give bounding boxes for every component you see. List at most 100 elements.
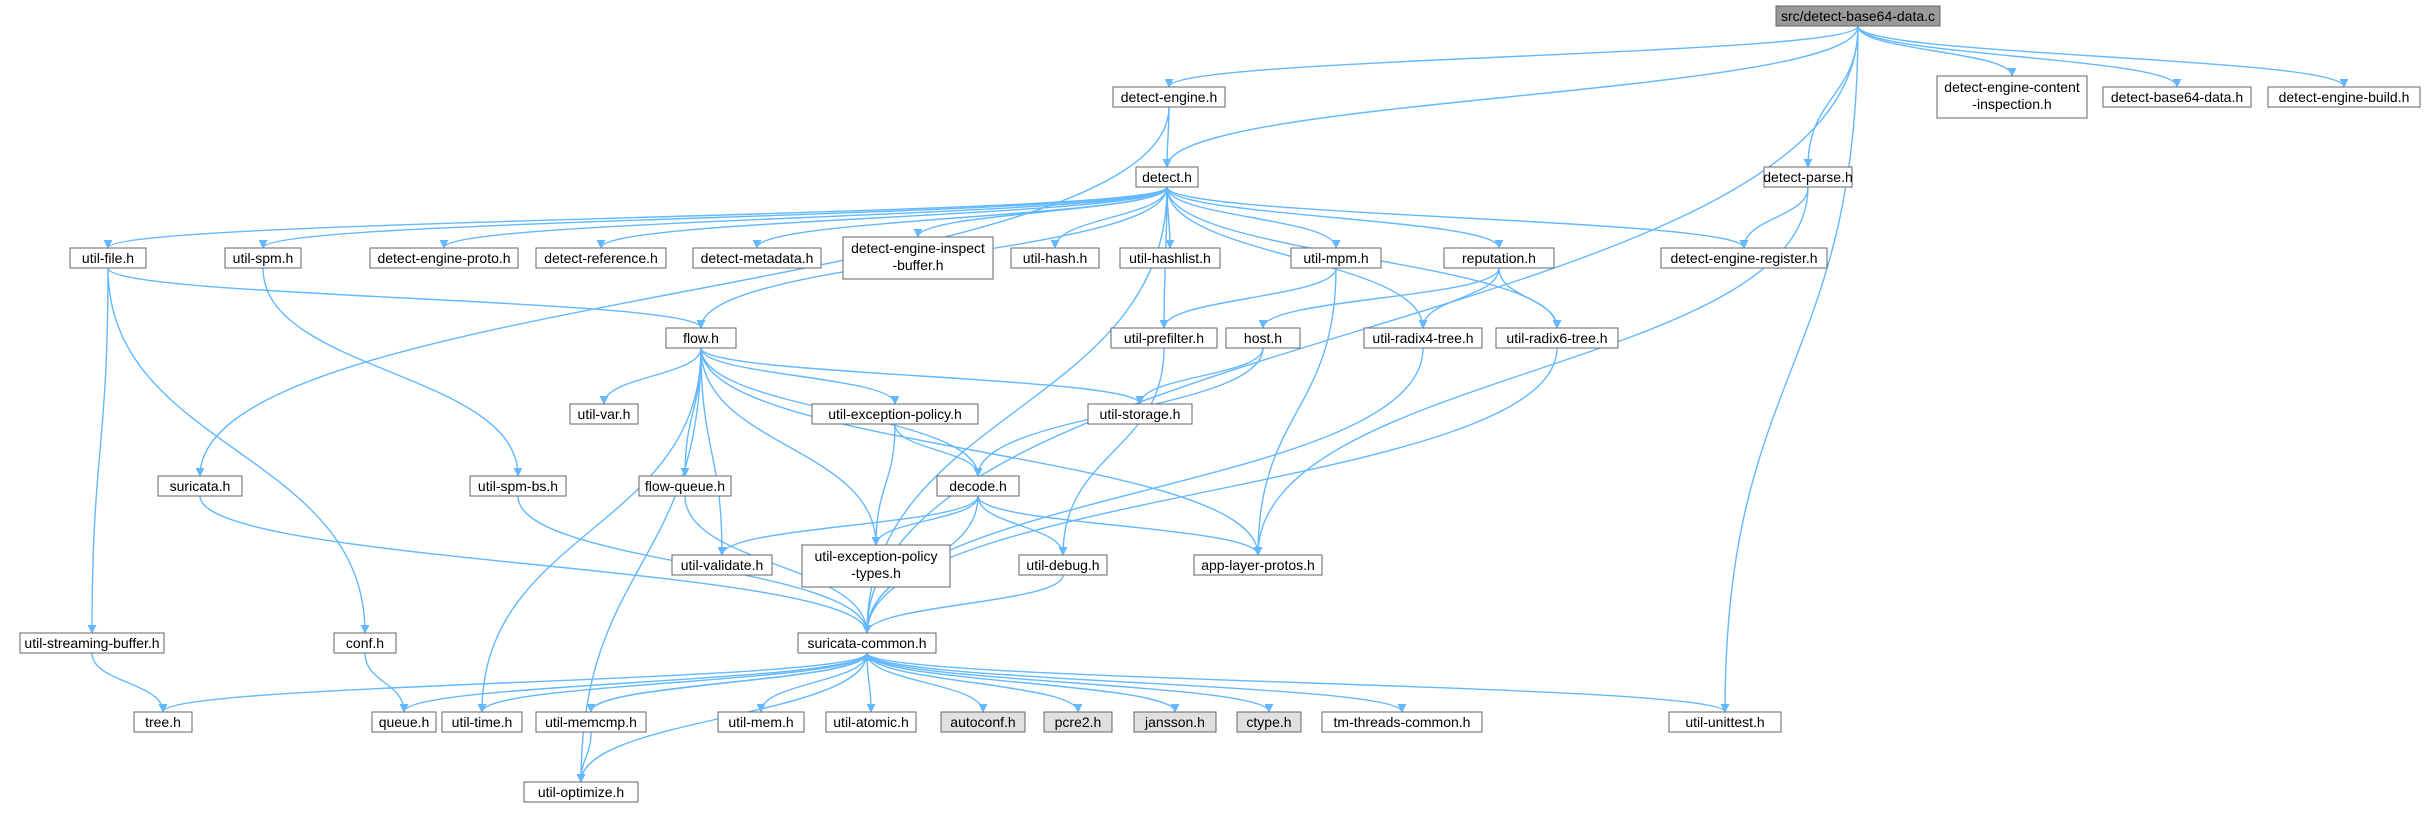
node-box — [638, 475, 732, 497]
node-detect-base64-data[interactable]: detect-base64-data.h — [2102, 86, 2252, 108]
node-detect-engine-inspect-buffer[interactable]: detect-engine-inspect-buffer.h — [842, 236, 994, 280]
node-tm-threads-common[interactable]: tm-threads-common.h — [1321, 711, 1483, 733]
node-label: util-atomic.h — [833, 714, 908, 730]
node-queue[interactable]: queue.h — [371, 711, 437, 733]
node-util-storage[interactable]: util-storage.h — [1087, 403, 1193, 425]
node-detect-metadata[interactable]: detect-metadata.h — [692, 247, 822, 269]
node-label: ctype.h — [1246, 714, 1291, 730]
node-label: flow.h — [683, 330, 719, 346]
node-util-streaming-buffer[interactable]: util-streaming-buffer.h — [19, 632, 165, 654]
edge — [477, 347, 702, 713]
edge — [866, 652, 1274, 713]
edge-root-to-detect — [1162, 25, 1859, 168]
edge-util-file-to-util-streaming-buffer — [87, 267, 109, 634]
node-suricata[interactable]: suricata.h — [157, 475, 243, 497]
edge-util-memcmp-to-util-optimize — [576, 731, 592, 783]
edge — [1135, 347, 1264, 405]
node-util-validate[interactable]: util-validate.h — [671, 554, 773, 576]
edge — [158, 652, 868, 713]
edge — [977, 495, 1068, 556]
node-box — [371, 711, 437, 733]
node-label: detect.h — [1142, 169, 1192, 185]
edge — [599, 347, 702, 405]
node-flow-queue[interactable]: flow-queue.h — [638, 475, 732, 497]
node-conf[interactable]: conf.h — [333, 632, 397, 654]
node-label: queue.h — [379, 714, 430, 730]
node-app-layer-protos[interactable]: app-layer-protos.h — [1193, 554, 1323, 576]
node-label: reputation.h — [1462, 250, 1536, 266]
node-label: src/detect-base64-data.c — [1781, 8, 1935, 24]
node-tree[interactable]: tree.h — [133, 711, 193, 733]
node-util-exception-policy-types[interactable]: util-exception-policy-types.h — [801, 544, 951, 588]
edge-host-to-util-storage — [1135, 347, 1264, 405]
node-util-spm[interactable]: util-spm.h — [224, 247, 302, 269]
edge-decode-to-util-debug — [977, 495, 1068, 556]
node-label: util-radix6-tree.h — [1506, 330, 1607, 346]
node-util-memcmp[interactable]: util-memcmp.h — [535, 711, 647, 733]
node-util-prefilter[interactable]: util-prefilter.h — [1110, 327, 1218, 349]
edge — [862, 574, 1064, 634]
dependency-nodes: src/detect-base64-data.c detect-engine.h d… — [19, 5, 2421, 803]
edge-detect-to-detect-reference — [596, 186, 1168, 249]
node-box — [133, 711, 193, 733]
node-util-radix6-tree[interactable]: util-radix6-tree.h — [1495, 327, 1619, 349]
node-label: util-unittest.h — [1685, 714, 1764, 730]
node-detect-engine-build[interactable]: detect-engine-build.h — [2267, 86, 2421, 108]
node-box — [1225, 327, 1301, 349]
node-util-spm-bs[interactable]: util-spm-bs.h — [469, 475, 567, 497]
edge-flow-to-util-time — [477, 347, 702, 713]
node-util-exception-policy[interactable]: util-exception-policy.h — [811, 403, 979, 425]
edge — [364, 652, 409, 713]
node-label: app-layer-protos.h — [1201, 557, 1315, 573]
node-util-optimize[interactable]: util-optimize.h — [523, 781, 639, 803]
node-util-atomic[interactable]: util-atomic.h — [825, 711, 917, 733]
node-host[interactable]: host.h — [1225, 327, 1301, 349]
node-reputation[interactable]: reputation.h — [1443, 247, 1555, 269]
node-label: detect-engine-content — [1944, 79, 2080, 95]
node-util-debug[interactable]: util-debug.h — [1018, 554, 1108, 576]
node-detect-engine[interactable]: detect-engine.h — [1112, 86, 1226, 108]
edge — [866, 652, 1083, 713]
node-label: detect-engine-proto.h — [377, 250, 510, 266]
node-detect[interactable]: detect.h — [1135, 166, 1199, 188]
node-detect-engine-content-inspection[interactable]: detect-engine-content-inspection.h — [1936, 75, 2088, 119]
edge-suricata-common-to-ctype — [866, 652, 1274, 713]
edge — [756, 652, 868, 713]
node-util-radix4-tree[interactable]: util-radix4-tree.h — [1363, 327, 1483, 349]
edge-flow-to-flow-queue — [680, 347, 702, 477]
node-util-file[interactable]: util-file.h — [69, 247, 147, 269]
edge — [107, 267, 370, 634]
edge-detect-to-reputation — [1166, 186, 1504, 249]
node-detect-reference[interactable]: detect-reference.h — [535, 247, 667, 269]
node-detect-engine-proto[interactable]: detect-engine-proto.h — [369, 247, 519, 269]
node-util-mem[interactable]: util-mem.h — [717, 711, 805, 733]
node-box — [1660, 247, 1828, 269]
node-suricata-common[interactable]: suricata-common.h — [797, 632, 937, 654]
node-box — [2102, 86, 2252, 108]
node-detect-parse[interactable]: detect-parse.h — [1763, 166, 1853, 188]
node-root[interactable]: src/detect-base64-data.c — [1775, 5, 1941, 27]
node-label: pcre2.h — [1055, 714, 1102, 730]
edge-suricata-common-to-tree — [158, 652, 868, 713]
node-box — [1112, 86, 1226, 108]
node-util-time[interactable]: util-time.h — [441, 711, 523, 733]
edge — [700, 347, 900, 405]
node-label: util-mem.h — [728, 714, 793, 730]
edge-util-exception-policy-to-util-exception-policy-types — [871, 423, 896, 546]
node-util-hashlist[interactable]: util-hashlist.h — [1119, 247, 1221, 269]
node-box — [692, 247, 822, 269]
node-flow[interactable]: flow.h — [665, 327, 737, 349]
node-util-mpm[interactable]: util-mpm.h — [1290, 247, 1382, 269]
node-box — [811, 403, 979, 425]
node-util-unittest[interactable]: util-unittest.h — [1668, 711, 1782, 733]
node-util-var[interactable]: util-var.h — [569, 403, 639, 425]
node-label: -inspection.h — [1972, 96, 2051, 112]
edge — [717, 495, 979, 556]
node-box — [157, 475, 243, 497]
node-box — [797, 632, 937, 654]
node-util-hash[interactable]: util-hash.h — [1010, 247, 1100, 269]
node-box — [1010, 247, 1100, 269]
node-detect-engine-register[interactable]: detect-engine-register.h — [1660, 247, 1828, 269]
edge-suricata-common-to-jansson — [866, 652, 1180, 713]
node-decode[interactable]: decode.h — [936, 475, 1020, 497]
